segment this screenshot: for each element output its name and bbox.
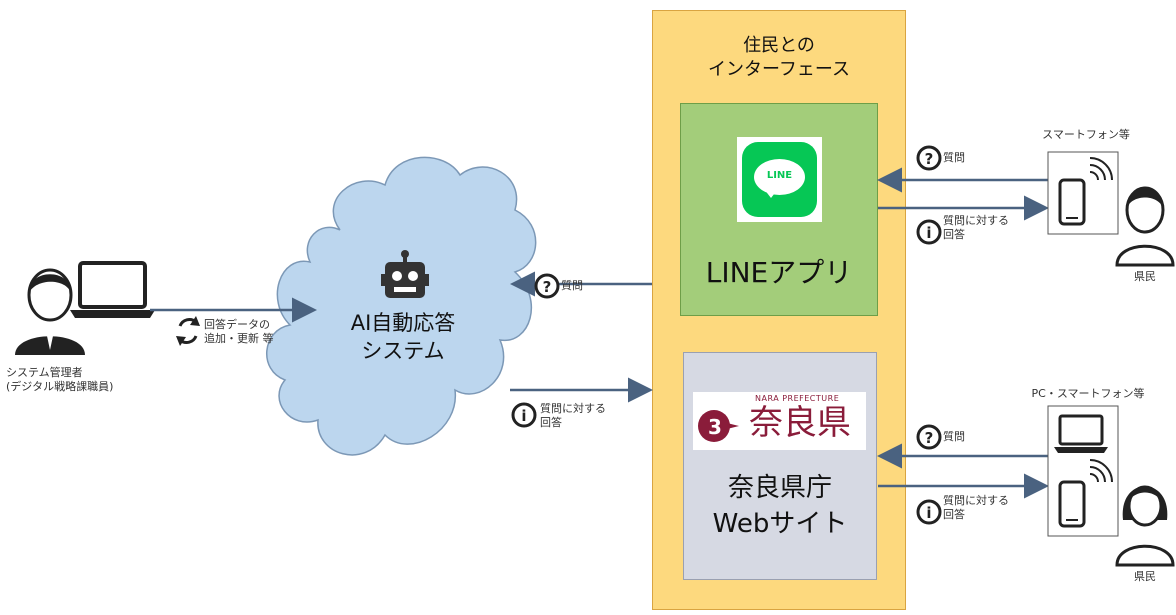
- svg-text:?: ?: [543, 278, 552, 296]
- robot-icon: [381, 250, 429, 298]
- web-answer-label: 質問に対する 回答: [943, 494, 1009, 522]
- ai-system-label-line2: システム: [361, 339, 445, 363]
- line-answer-label-line2: 回答: [943, 228, 965, 241]
- line-logo: LINE: [742, 142, 817, 217]
- question-icon: ?: [916, 424, 942, 450]
- question-label: 質問: [561, 279, 583, 292]
- admin-label: システム管理者 (デジタル戦略課職員): [6, 366, 113, 394]
- website-label: 奈良県庁 Webサイト: [683, 470, 877, 542]
- line-logo-frame: LINE: [737, 137, 822, 222]
- line-answer-label: 質問に対する 回答: [943, 214, 1009, 242]
- refresh-icon: [176, 316, 200, 346]
- resident-female-icon: [1115, 485, 1175, 567]
- resident-label-top: 県民: [1134, 270, 1156, 283]
- ai-cloud: [266, 156, 537, 456]
- admin-person-icon: [15, 268, 85, 355]
- svg-text:i: i: [926, 504, 931, 522]
- line-question-label: 質問: [943, 151, 965, 164]
- line-app-label: LINEアプリ: [705, 256, 853, 289]
- admin-label-line1: システム管理者: [6, 366, 83, 379]
- info-icon: i: [511, 402, 537, 428]
- update-note: 回答データの 追加・更新 等: [204, 318, 274, 346]
- interface-title-line2: インターフェース: [707, 59, 851, 80]
- svg-text:?: ?: [925, 429, 934, 447]
- smartphone-icon: [1058, 480, 1086, 528]
- nara-logo: 3 NARA PREFECTURE 奈良県: [693, 392, 866, 450]
- answer-label-line1: 質問に対する: [540, 402, 606, 415]
- laptop-icon: [1054, 414, 1108, 453]
- nara-logo-text: 奈良県: [749, 403, 851, 443]
- smartphone-icon: [1058, 178, 1086, 226]
- svg-text:i: i: [521, 407, 526, 425]
- interface-title: 住民との インターフェース: [652, 34, 906, 82]
- nara-logo-subtitle: NARA PREFECTURE: [755, 394, 840, 403]
- update-note-line2: 追加・更新 等: [204, 332, 274, 345]
- nara-emblem-icon: 3: [698, 410, 739, 442]
- line-logo-tail: [764, 189, 778, 198]
- resident-male-icon: [1115, 186, 1175, 267]
- question-icon: ?: [534, 273, 560, 299]
- update-note-line1: 回答データの: [204, 318, 270, 331]
- website-label-line2: Webサイト: [712, 509, 848, 539]
- info-icon: i: [916, 499, 942, 525]
- svg-text:3: 3: [708, 415, 722, 439]
- web-answer-label-line1: 質問に対する: [943, 494, 1009, 507]
- ai-system-label-line1: AI自動応答: [350, 311, 456, 335]
- answer-label: 質問に対する 回答: [540, 402, 606, 430]
- line-logo-bubble: [754, 159, 805, 195]
- answer-label-line2: 回答: [540, 416, 562, 429]
- laptop-icon: [70, 261, 155, 318]
- line-logo-text: LINE: [766, 170, 793, 181]
- question-icon: ?: [916, 145, 942, 171]
- website-label-line1: 奈良県庁: [727, 473, 832, 503]
- top-device-label: スマートフォン等: [1042, 128, 1130, 141]
- resident-label-bottom: 県民: [1134, 570, 1156, 583]
- wifi-signal-icon: [1089, 459, 1113, 483]
- website-box: [683, 352, 877, 580]
- interface-title-line1: 住民との: [743, 35, 815, 56]
- wifi-signal-icon: [1089, 157, 1113, 181]
- bottom-device-label: PC・スマートフォン等: [1031, 387, 1145, 400]
- ai-system-label: AI自動応答 システム: [318, 309, 488, 365]
- svg-text:i: i: [926, 224, 931, 242]
- info-icon: i: [916, 219, 942, 245]
- line-answer-label-line1: 質問に対する: [943, 214, 1009, 227]
- svg-text:?: ?: [925, 150, 934, 168]
- admin-label-line2: (デジタル戦略課職員): [6, 380, 114, 393]
- web-question-label: 質問: [943, 430, 965, 443]
- web-answer-label-line2: 回答: [943, 508, 965, 521]
